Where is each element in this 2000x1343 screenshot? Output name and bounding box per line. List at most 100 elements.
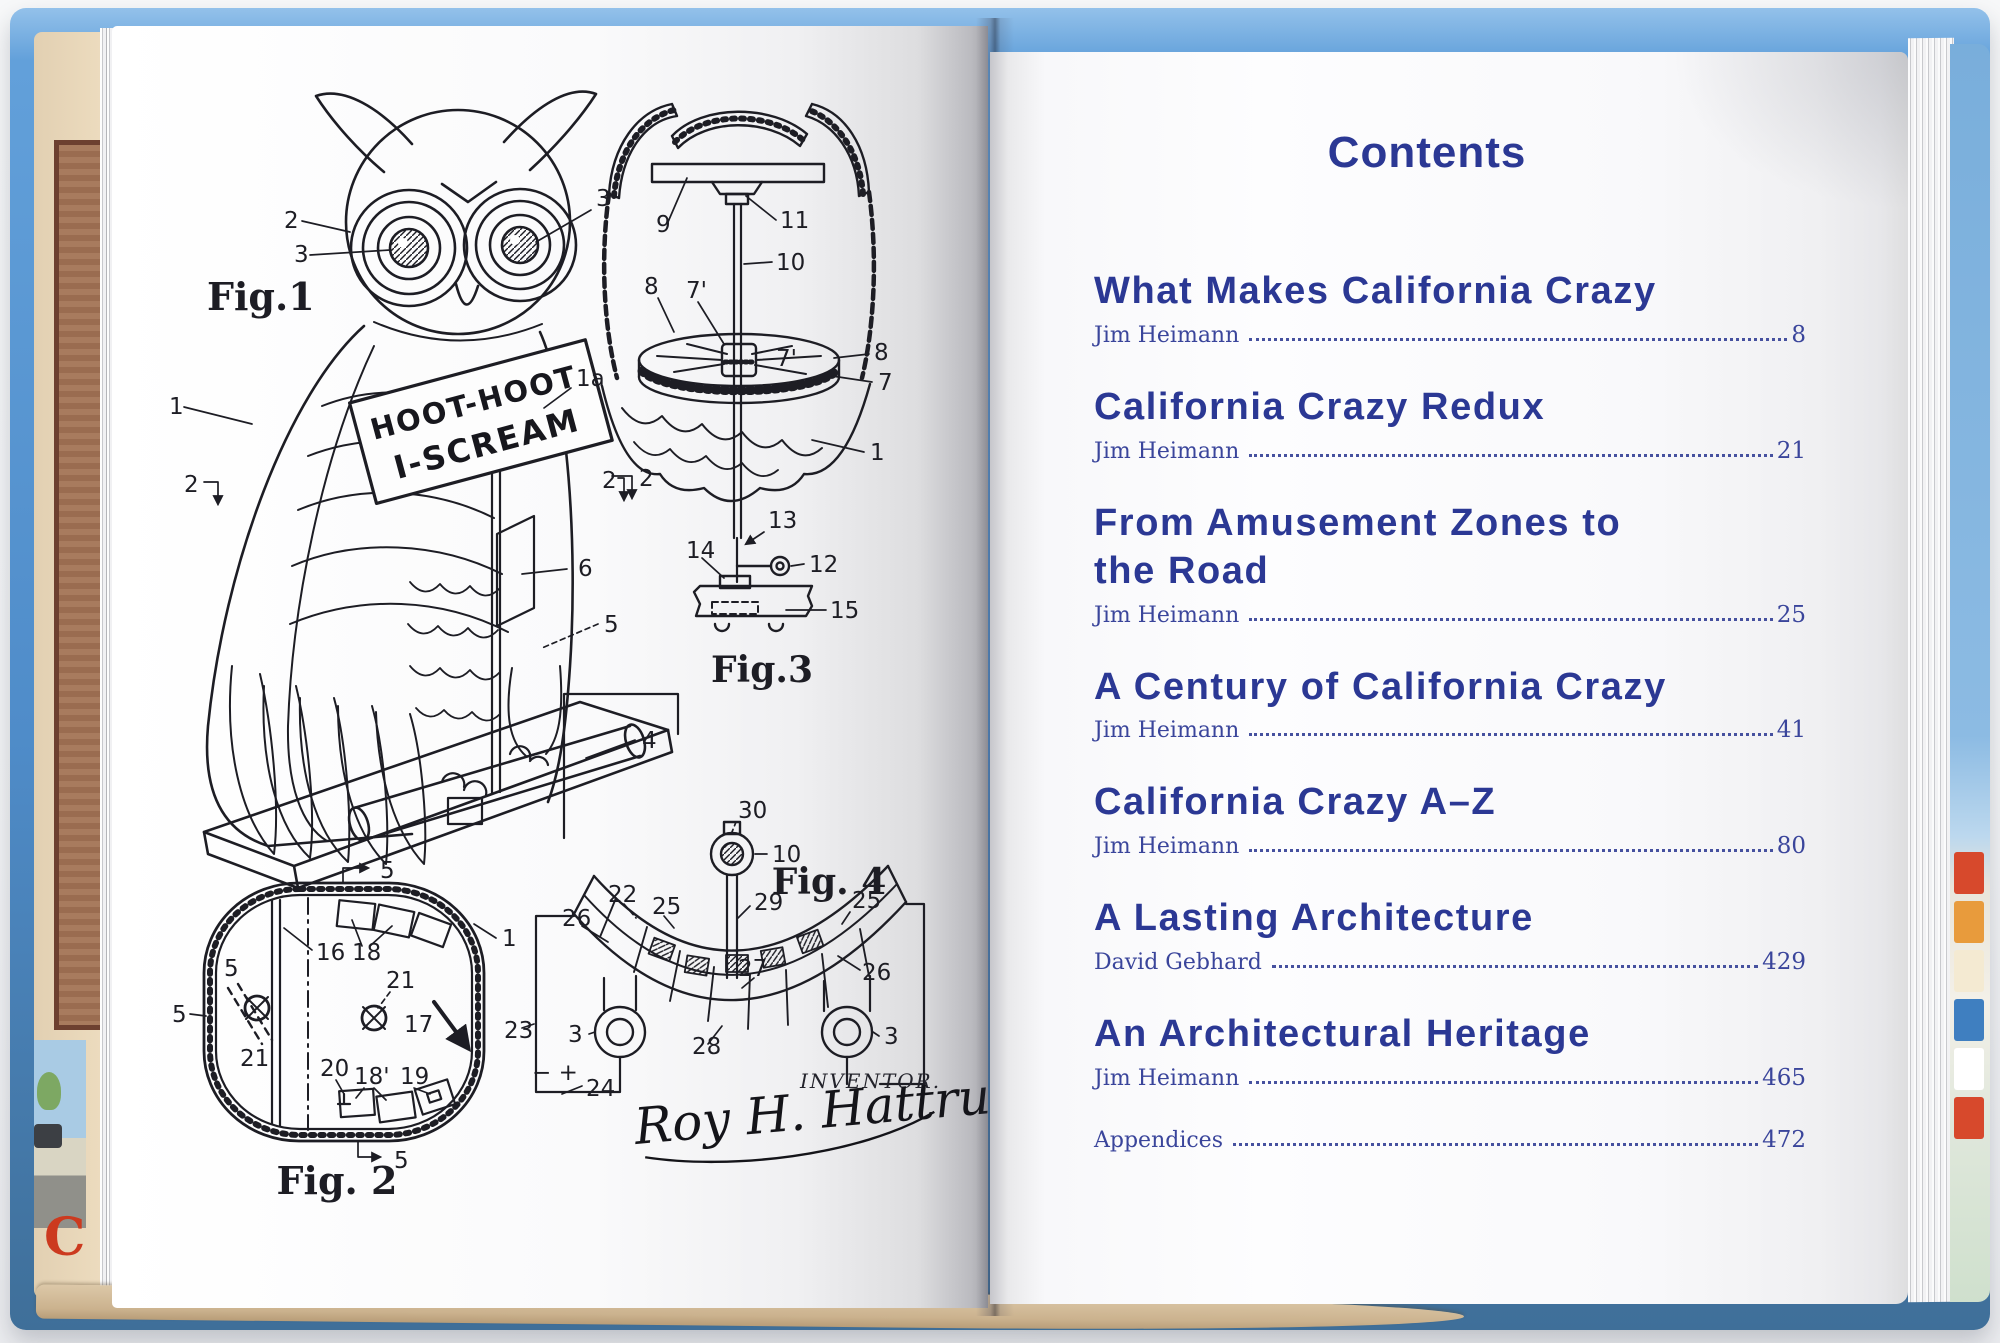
contents-title: Contents (1327, 128, 1527, 177)
toc-entry: California Crazy Redux Jim Heimann 21 (1094, 384, 1806, 464)
dotted-leader (1249, 733, 1773, 737)
toc-entry-title: From Amusement Zones to the Road (1094, 501, 1622, 592)
fig-callout: 8 (644, 274, 659, 300)
toc-appendix-row: Appendices 472 (1094, 1127, 1806, 1153)
fig3-mechanism-drawing (600, 102, 877, 633)
fig-callout: 19 (400, 1064, 429, 1090)
page-stack-right (1908, 37, 1954, 1303)
fig-callout: 29 (754, 890, 783, 916)
right-page: Contents What Makes California Crazy Jim… (990, 52, 1908, 1304)
fig-callout: 18' (354, 1064, 390, 1090)
toc-entry-author: Jim Heimann (1094, 1066, 1240, 1091)
next-pages-sliver (1950, 44, 1990, 1302)
dotted-leader (1271, 965, 1759, 969)
left-page: HOOT-HOOT I-SCREAM 2 3 3 1 1a 2 (112, 26, 988, 1308)
fig-callout: 5 (394, 1148, 409, 1174)
toc-entry: From Amusement Zones to the Road Jim Hei… (1094, 500, 1806, 628)
fig4-arc-drawing (521, 692, 926, 1095)
fig1-owl-drawing: HOOT-HOOT I-SCREAM (183, 90, 674, 890)
fig-callout: 26 (862, 960, 891, 986)
toc-entry: A Century of California Crazy Jim Heiman… (1094, 664, 1806, 744)
toc-entry-page: 465 (1762, 1065, 1806, 1091)
fig-callout: 16 (316, 940, 345, 966)
toc-entry-page: 8 (1791, 321, 1806, 348)
fig-callout: 5 (172, 1002, 187, 1028)
fig-callout: 10 (772, 842, 801, 868)
fig3-leader-lines (617, 177, 873, 611)
fig2-caption: Fig. 2 (277, 1158, 398, 1203)
toc-entry-title: California Crazy Redux (1094, 385, 1546, 428)
fig-callout: 7' (686, 278, 707, 304)
patent-drawing: HOOT-HOOT I-SCREAM 2 3 3 1 1a 2 (169, 90, 988, 1203)
fig-callout: 17 (404, 1012, 433, 1038)
fig-callout: 2 (602, 468, 617, 494)
fig-callout: 10 (776, 250, 805, 276)
fig-callout: 26 (562, 906, 591, 932)
dotted-leader (1249, 1081, 1759, 1084)
table-of-contents: What Makes California Crazy Jim Heimann 8… (1094, 268, 1806, 1153)
fig-callout: − + (532, 1060, 578, 1086)
fig4-caption: Fig. 4 (772, 861, 887, 903)
fig-callout: 3 (596, 186, 611, 212)
fig-callout: 9 (656, 212, 671, 238)
appendix-page: 472 (1762, 1127, 1806, 1153)
toc-entry: What Makes California Crazy Jim Heimann 8 (1094, 268, 1806, 348)
fig-callout: 2 (284, 208, 299, 234)
dotted-leader (1249, 849, 1773, 853)
fig-callout: 21 (386, 968, 415, 994)
toc-entry-title: What Makes California Crazy (1094, 270, 1657, 312)
fig3-caption: Fig.3 (711, 649, 813, 691)
fig-callout: 7' (776, 346, 797, 372)
toc-entry-page: 80 (1776, 833, 1806, 860)
toc-entry-author: Jim Heimann (1094, 322, 1240, 348)
toc-entry: California Crazy A–Z Jim Heimann 80 (1094, 779, 1806, 859)
toc-entry-author: Jim Heimann (1094, 438, 1240, 464)
fig-callout: 25 (652, 894, 681, 920)
fig4-leader-lines (521, 821, 880, 1095)
toc-entry-page: 21 (1776, 437, 1806, 464)
fig-callout: 1 (502, 926, 517, 952)
fig-callout: 12 (809, 552, 838, 578)
toc-entry: A Lasting Architecture David Gebhard 429 (1094, 895, 1806, 975)
toc-entry-author: Jim Heimann (1094, 718, 1240, 744)
fig-callout: 22 (608, 882, 637, 908)
fig-callout: 2 (184, 472, 199, 498)
fig-callout: 7 (878, 370, 893, 396)
fig-callout: 15 (830, 598, 859, 624)
fig-callout: 18 (352, 940, 381, 966)
fig-callout: 8 (874, 340, 889, 366)
previous-page-artwork (54, 140, 106, 1030)
toc-entry-page: 429 (1762, 949, 1806, 976)
fig-callout: 5 (604, 612, 619, 638)
fig-callout: 21 (240, 1046, 269, 1072)
fig-callout: 14 (686, 538, 715, 564)
fig-callout: 23 (504, 1018, 533, 1044)
toc-entry-page: 25 (1776, 601, 1806, 628)
fig-callout: 5 (380, 858, 395, 884)
fig-callout: 27 (738, 956, 767, 982)
toc-entry-author: David Gebhard (1094, 950, 1262, 976)
fig-callout: 3 (884, 1024, 899, 1050)
fig-callout: 25 (852, 888, 881, 914)
fig-callout: 13 (768, 508, 797, 534)
page-edge-art (1954, 852, 1984, 1139)
fig-callout: 4 (642, 728, 657, 754)
dotted-leader (1249, 337, 1788, 341)
edge-letter: C (44, 1207, 86, 1268)
toc-entry-title: A Century of California Crazy (1094, 665, 1667, 708)
hoot-hoot-banner: HOOT-HOOT I-SCREAM (347, 338, 614, 506)
fig2-leader-lines (189, 862, 497, 1163)
toc-entry-title: California Crazy A–Z (1094, 781, 1497, 824)
fig-callout: 30 (738, 798, 767, 824)
dotted-leader (1249, 453, 1773, 457)
dotted-leader (1249, 617, 1773, 621)
fig1-leader-lines (183, 209, 638, 759)
appendix-label: Appendices (1094, 1128, 1223, 1153)
toc-entry-author: Jim Heimann (1094, 602, 1240, 628)
dotted-leader (1233, 1143, 1759, 1146)
toc-entry-title: A Lasting Architecture (1094, 897, 1534, 940)
inventor-label: INVENTOR. (799, 1069, 941, 1093)
toc-entry-author: Jim Heimann (1094, 834, 1240, 860)
toc-entry-page: 41 (1776, 717, 1806, 744)
